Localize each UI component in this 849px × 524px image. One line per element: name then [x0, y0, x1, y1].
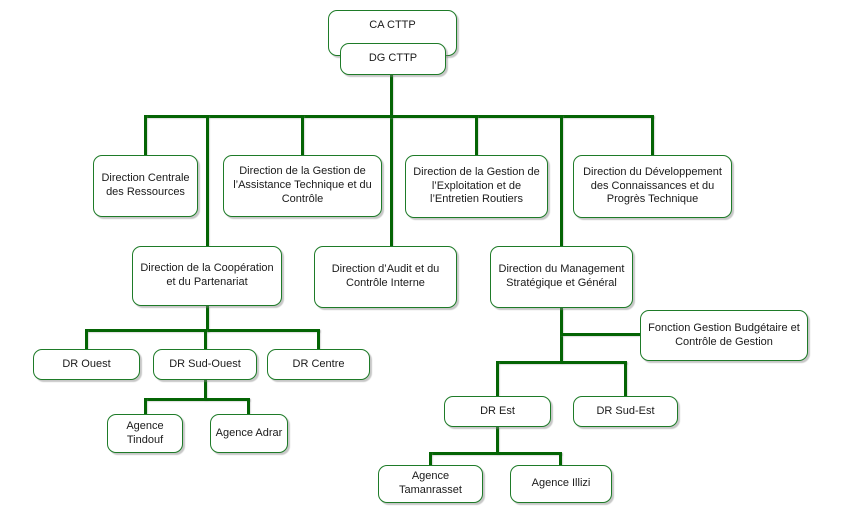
node-direction-gestion-assistance-technique-controle: Direction de la Gestion de l’Assistance … — [223, 155, 382, 217]
connector-drop-dr-sud-est — [624, 361, 627, 396]
connector-dcp-stem — [206, 306, 209, 332]
node-direction-centrale-des-ressources: Direction Centrale des Ressources — [93, 155, 198, 217]
node-dr-ouest: DR Ouest — [33, 349, 140, 380]
connector-agences-east-bus — [429, 452, 562, 455]
connector-main-bus — [144, 115, 654, 118]
connector-drop-agence-tamanrasset — [429, 452, 432, 465]
node-fonction-gestion-budgetaire-controle-gestion: Fonction Gestion Budgétaire et Contrôle … — [640, 310, 808, 361]
connector-drop-dgatc — [301, 115, 304, 156]
connector-drop-dr-sud-ouest — [204, 329, 207, 349]
node-agence-illizi: Agence Illizi — [510, 465, 612, 503]
connector-drop-dmsg — [560, 115, 563, 246]
node-dr-centre: DR Centre — [267, 349, 370, 380]
node-direction-gestion-exploitation-entretien-routiers: Direction de la Gestion de l’Exploitatio… — [405, 155, 548, 218]
node-dg-cttp: DG CTTP — [340, 43, 446, 75]
node-dr-est: DR Est — [444, 396, 551, 427]
connector-drop-dr-ouest — [85, 329, 88, 349]
connector-drop-dgeer — [475, 115, 478, 156]
connector-drop-agence-tindouf — [144, 398, 147, 414]
node-agence-adrar: Agence Adrar — [210, 414, 288, 453]
node-direction-cooperation-partenariat: Direction de la Coopération et du Parten… — [132, 246, 282, 306]
connector-dr-east-bus — [496, 361, 627, 364]
connector-dr-west-bus — [85, 329, 320, 332]
node-direction-management-strategique-general: Direction du Management Stratégique et G… — [490, 246, 633, 308]
connector-drso-stem — [204, 380, 207, 400]
connector-drop-dcr — [144, 115, 147, 156]
connector-agences-west-bus — [144, 398, 250, 401]
node-agence-tindouf: Agence Tindouf — [107, 414, 183, 453]
node-direction-developpement-connaissances-progres-technique: Direction du Développement des Connaissa… — [573, 155, 732, 218]
connector-drop-agence-illizi — [559, 452, 562, 465]
node-dr-sud-est: DR Sud-Est — [573, 396, 678, 427]
connector-drop-dr-centre — [317, 329, 320, 349]
connector-drop-dr-est — [496, 361, 499, 396]
connector-fonction-branch — [560, 333, 640, 336]
connector-trunk — [390, 74, 393, 246]
connector-dre-stem — [496, 427, 499, 454]
connector-drop-dcp — [206, 115, 209, 246]
connector-drop-agence-adrar — [247, 398, 250, 414]
node-agence-tamanrasset: Agence Tamanrasset — [378, 465, 483, 503]
node-direction-audit-controle-interne: Direction d’Audit et du Contrôle Interne — [314, 246, 457, 308]
node-dr-sud-ouest: DR Sud-Ouest — [153, 349, 257, 380]
connector-drop-ddcpt — [651, 115, 654, 156]
